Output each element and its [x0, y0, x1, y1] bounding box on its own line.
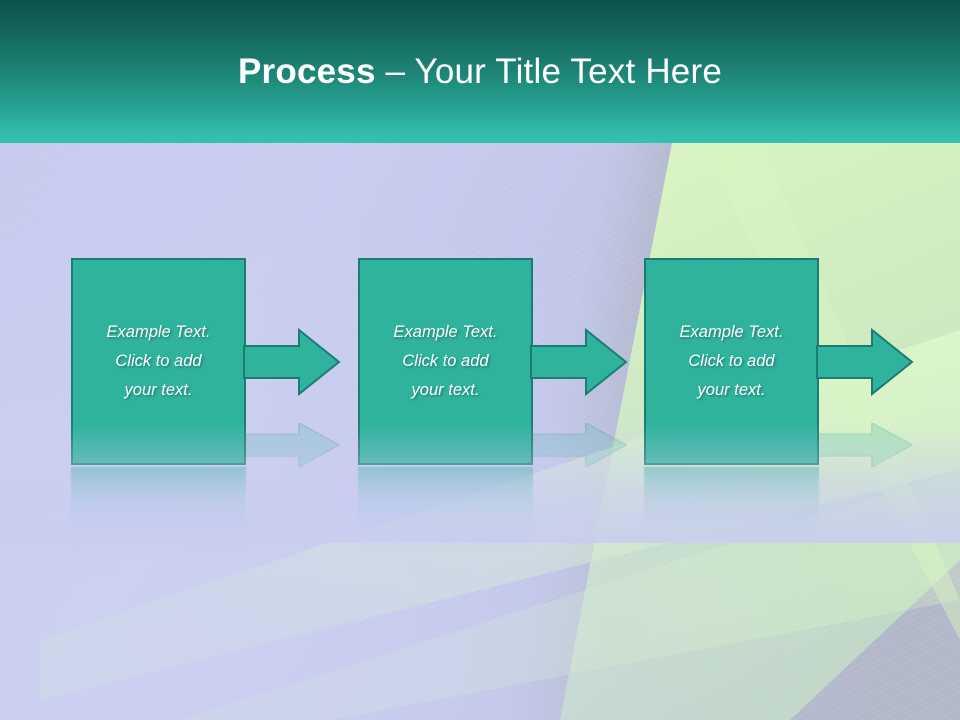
process-diagram: Example Text. Click to add your text. Ex… — [0, 143, 960, 720]
step-2-label: Example Text. Click to add your text. — [393, 323, 498, 399]
step-1-arrow-reflection — [244, 423, 340, 467]
slide-header-band: Process – Your Title Text Here — [0, 0, 960, 143]
step-1-reflection — [71, 467, 246, 553]
step-1-label: Example Text. Click to add your text. — [106, 323, 211, 399]
step-3-arrow-reflection — [817, 423, 913, 467]
step-2-reflection — [358, 467, 533, 553]
step-3-reflection — [644, 467, 819, 553]
step-3-box[interactable]: Example Text. Click to add your text. — [644, 258, 819, 465]
step-3-arrow-right-icon — [816, 327, 914, 397]
process-step-3[interactable]: Example Text. Click to add your text. — [644, 258, 914, 553]
step-1-box[interactable]: Example Text. Click to add your text. — [71, 258, 246, 465]
page-title-bold: Process — [238, 52, 386, 91]
step-2-box[interactable]: Example Text. Click to add your text. — [358, 258, 533, 465]
process-step-2[interactable]: Example Text. Click to add your text. — [358, 258, 628, 553]
step-1-arrow-right-icon — [243, 327, 341, 397]
step-2-arrow-right-icon — [530, 327, 628, 397]
step-3-label: Example Text. Click to add your text. — [679, 323, 784, 399]
step-2-arrow-reflection — [531, 423, 627, 467]
process-step-1[interactable]: Example Text. Click to add your text. — [71, 258, 341, 553]
page-title: Process – Your Title Text Here — [0, 50, 960, 94]
page-title-rest: – Your Title Text Here — [385, 52, 722, 91]
